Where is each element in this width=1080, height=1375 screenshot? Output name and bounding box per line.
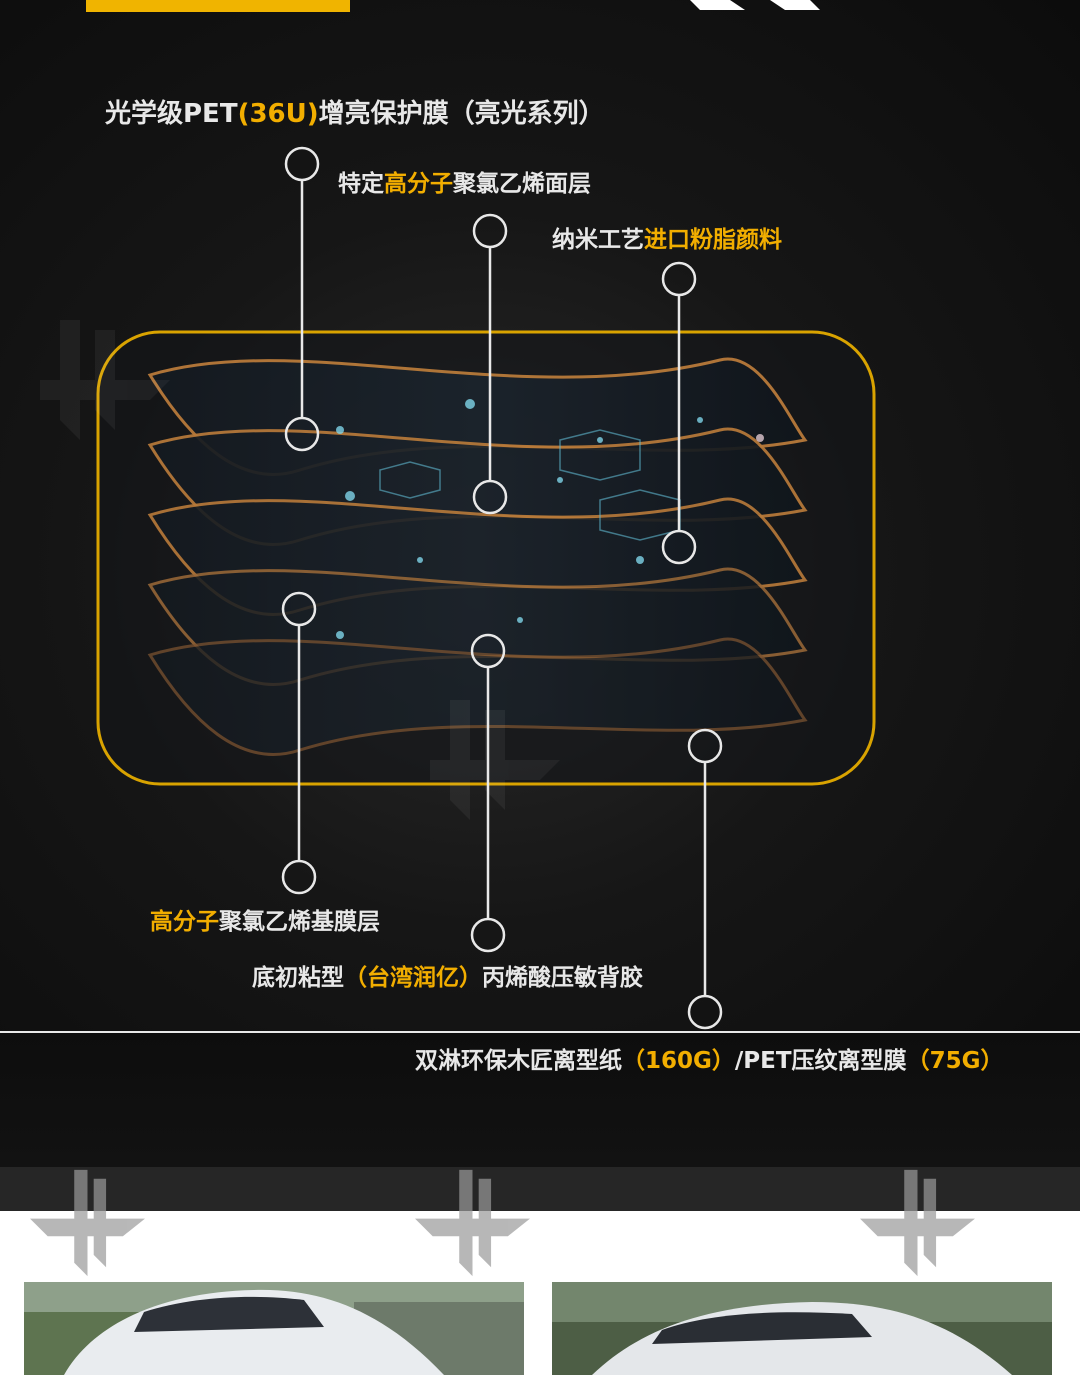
accent-bar <box>86 0 350 12</box>
xf-logo-icon <box>30 1169 145 1277</box>
callout-circle-icon <box>661 529 697 565</box>
callout-circle-icon <box>472 479 508 515</box>
callout-circle-icon <box>281 859 317 895</box>
xf-logo-icon <box>430 700 560 820</box>
gray-band <box>0 1167 1080 1211</box>
callout-circle-icon <box>472 213 508 249</box>
callout-circle-icon <box>281 591 317 627</box>
callout-pointers <box>281 146 723 1030</box>
label-adhesive: 底初粘型（台湾润亿）丙烯酸压敏背胶 <box>252 965 643 991</box>
film-layer-5 <box>147 637 808 756</box>
layer-stack <box>147 357 808 756</box>
label-pigment: 纳米工艺进口粉脂颜料 <box>552 227 782 253</box>
section-divider <box>0 1031 1080 1033</box>
label-liner: 双淋环保木匠离型纸（160G）/PET压纹离型膜（75G） <box>415 1048 1004 1074</box>
callout-circle-icon <box>661 261 697 297</box>
callout-circle-icon <box>470 917 506 953</box>
label-pet-film: 光学级PET(36U)增亮保护膜（亮光系列） <box>105 99 605 129</box>
film-structure-diagram <box>96 146 876 1030</box>
callout-circle-icon <box>687 994 723 1030</box>
label-topcoat: 特定高分子聚氯乙烯面层 <box>338 171 591 197</box>
xf-logo-icon <box>860 1169 975 1277</box>
car-photo-right <box>552 1282 1052 1375</box>
bottom-band <box>0 1033 1080 1167</box>
callout-circle-icon <box>470 633 506 669</box>
callout-circle-icon <box>284 146 320 182</box>
callout-circle-icon <box>687 728 723 764</box>
callout-circle-icon <box>284 416 320 452</box>
xf-logo-icon <box>690 0 820 10</box>
xf-logo-icon <box>40 320 170 440</box>
label-base-layer: 高分子聚氯乙烯基膜层 <box>150 909 380 935</box>
xf-logo-icon <box>415 1169 530 1277</box>
car-photo-left <box>24 1282 524 1375</box>
molecule-pattern <box>336 399 764 639</box>
